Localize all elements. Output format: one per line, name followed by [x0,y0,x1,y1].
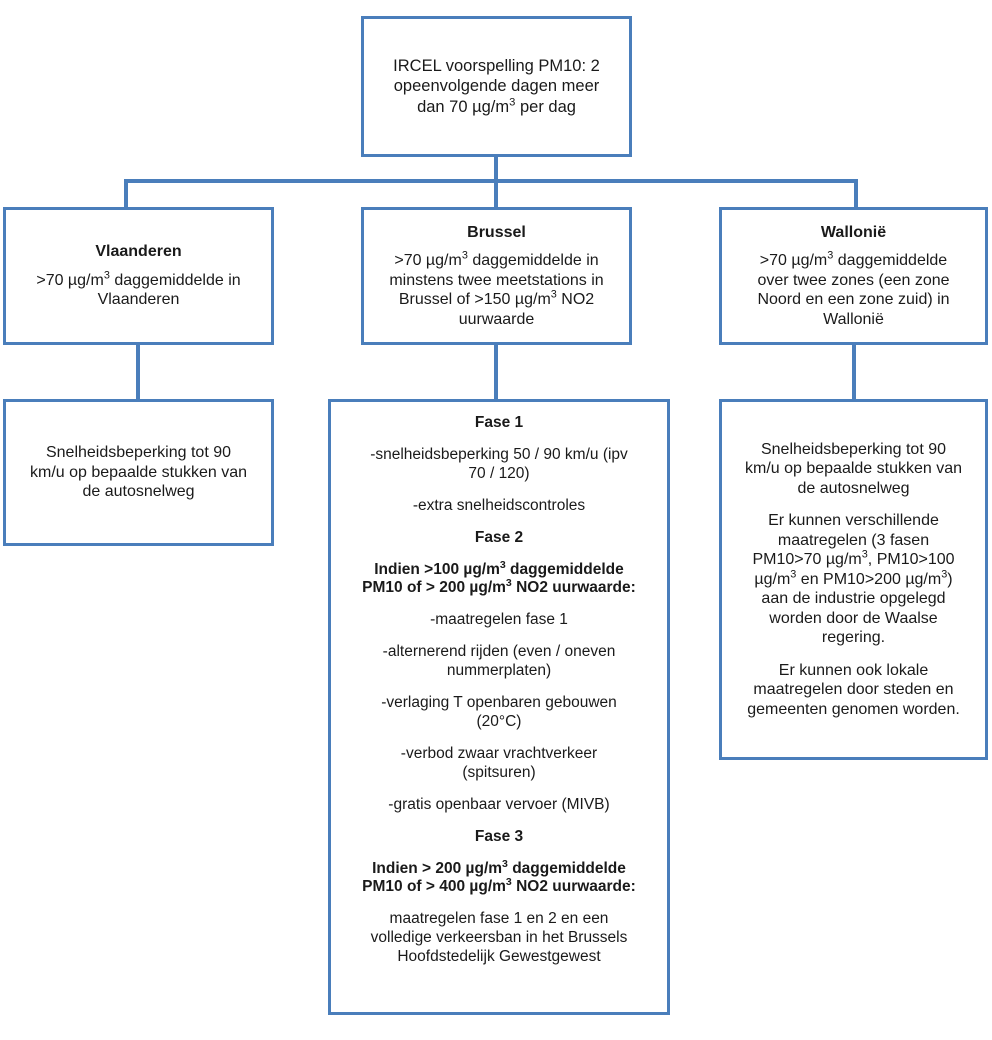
action-condition-line: Indien > 200 µg/m3 daggemiddelde [372,857,626,877]
node-condition-brussel[interactable]: Brussel >70 µg/m3 daggemiddelde in minst… [361,207,632,345]
action-line: de autosnelweg [82,483,195,501]
action-condition-line: PM10 of > 400 µg/m3 NO2 uurwaarde: [362,876,636,896]
action-line: -verlaging T openbaren gebouwen [381,694,617,712]
condition-line: >70 µg/m3 daggemiddelde [759,249,948,270]
condition-heading-brussel: Brussel [467,223,526,241]
node-action-wallonie[interactable]: Snelheidsbeperking tot 90 km/u op bepaal… [719,399,988,760]
action-line: Snelheidsbeperking tot 90 [45,444,232,462]
connector-wallonie-to-action [852,344,856,399]
action-line: maatregelen fase 1 en 2 en een [389,910,609,928]
trigger-line-2: opeenvolgende dagen meer [393,77,600,96]
action-line: regering. [821,629,886,647]
action-heading: Fase 2 [474,528,524,546]
connector-drop-vlaanderen [124,179,128,207]
node-action-vlaanderen[interactable]: Snelheidsbeperking tot 90 km/u op bepaal… [3,399,274,546]
connector-drop-brussel [494,179,498,207]
condition-line: minstens twee meetstations in [389,271,604,289]
connector-drop-wallonie [854,179,858,207]
connector-brussel-to-action [494,344,498,399]
action-line: gemeenten genomen worden. [747,700,960,718]
action-line: Er kunnen ook lokale [778,661,929,679]
action-line: Er kunnen verschillende [768,512,939,530]
action-line: maatregelen (3 fasen [777,531,930,549]
condition-line: over twee zones (een zone [757,271,950,289]
action-line: PM10>70 µg/m3, PM10>100 [752,548,955,569]
node-condition-wallonie[interactable]: Wallonië >70 µg/m3 daggemiddelde over tw… [719,207,988,345]
action-line: (20°C) [476,712,522,730]
action-line: 70 / 120) [468,464,530,482]
condition-line: Noord en een zone zuid) in [757,291,950,309]
action-condition-line: PM10 of > 200 µg/m3 NO2 uurwaarde: [362,577,636,597]
condition-heading-wallonie: Wallonië [820,223,887,241]
action-line: volledige verkeersban in het Brussels [370,929,628,947]
action-line: Snelheidsbeperking tot 90 [760,440,947,458]
condition-line: Vlaanderen [97,291,180,309]
action-line: km/u op bepaalde stukken van [29,463,248,481]
node-action-brussel[interactable]: Fase 1 -snelheidsbeperking 50 / 90 km/u … [328,399,670,1015]
connector-vlaanderen-to-action [136,344,140,399]
action-line: aan de industrie opgelegd [761,590,946,608]
node-condition-vlaanderen[interactable]: Vlaanderen >70 µg/m3 daggemiddelde in Vl… [3,207,274,345]
action-line: -verbod zwaar vrachtverkeer [400,744,598,762]
action-line: -gratis openbaar vervoer (MIVB) [388,795,610,813]
condition-line: Wallonië [823,310,884,328]
condition-line: Brussel of >150 µg/m3 NO2 [398,288,595,309]
action-line: -extra snelheidscontroles [412,496,586,514]
action-line: (spitsuren) [462,763,536,781]
action-line: worden door de Waalse [769,609,938,627]
action-line: maatregelen door steden en [753,681,954,699]
action-line: nummerplaten) [446,662,552,680]
action-line: -alternerend rijden (even / oneven [382,643,616,661]
action-heading: Fase 3 [474,827,524,845]
action-line: µg/m3 en PM10>200 µg/m3) [754,568,953,588]
action-line: km/u op bepaalde stukken van [744,460,963,478]
condition-line: >70 µg/m3 daggemiddelde in [36,269,241,289]
action-line: -maatregelen fase 1 [430,611,568,629]
action-line: Hoofdstedelijk Gewestgewest [397,948,601,966]
condition-line: >70 µg/m3 daggemiddelde in [394,249,599,270]
connector-horizontal-bus [124,179,858,183]
node-trigger[interactable]: IRCEL voorspelling PM10: 2 opeenvolgende… [361,16,632,157]
action-line: de autosnelweg [797,479,910,497]
action-condition-line: Indien >100 µg/m3 daggemiddelde [374,558,624,578]
condition-heading-vlaanderen: Vlaanderen [95,243,182,261]
action-heading: Fase 1 [474,414,524,431]
action-line: -snelheidsbeperking 50 / 90 km/u (ipv [370,445,628,463]
trigger-line-3: dan 70 µg/m3 per dag [417,96,576,116]
condition-line: uurwaarde [458,310,535,328]
connector-root-stem [494,157,498,182]
trigger-line-1: IRCEL voorspelling PM10: 2 [393,57,600,76]
